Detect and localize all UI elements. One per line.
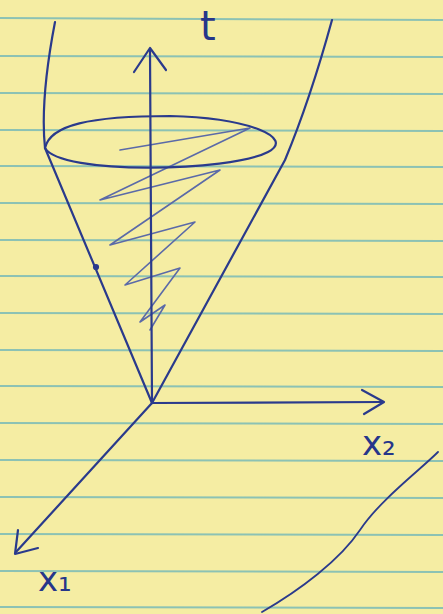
axis-label: t bbox=[200, 6, 216, 46]
cone-rim bbox=[45, 116, 276, 168]
pen-dot bbox=[94, 265, 98, 269]
arrowhead bbox=[15, 530, 38, 554]
cone-shading bbox=[100, 128, 250, 330]
axis-label: x₁ bbox=[38, 562, 72, 596]
stray-curve bbox=[262, 452, 438, 612]
cone-right bbox=[152, 20, 332, 403]
t-axis bbox=[150, 50, 152, 403]
ruled-lines bbox=[0, 18, 443, 608]
x1-axis bbox=[16, 403, 152, 552]
pen-strokes bbox=[15, 20, 438, 612]
cone-left bbox=[44, 22, 152, 403]
x2-axis bbox=[152, 402, 382, 403]
arrowhead bbox=[134, 48, 166, 72]
axis-label: x₂ bbox=[362, 426, 396, 460]
arrowhead bbox=[362, 390, 384, 414]
